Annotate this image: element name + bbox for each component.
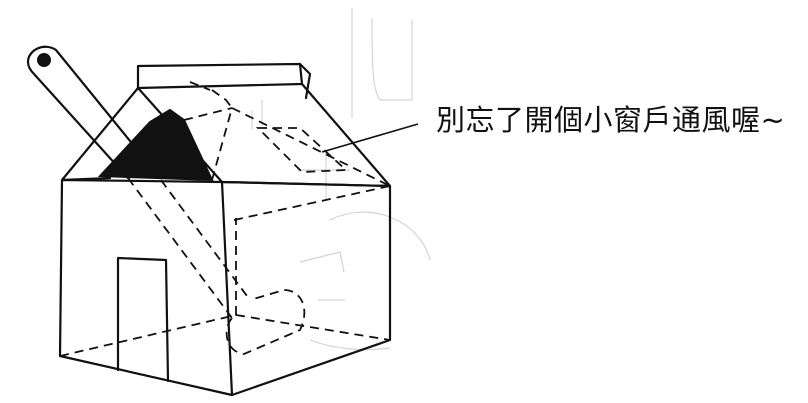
carton-top-cap	[136, 62, 304, 90]
callout-label: 別忘了開個小窗戶通風喔~	[436, 103, 786, 137]
roof-opening	[97, 108, 214, 182]
carton-body-front	[58, 178, 234, 397]
door-icon	[116, 256, 170, 383]
callout-leader-line	[321, 123, 419, 153]
window-flap-icon	[255, 127, 349, 173]
stick-icon	[26, 45, 306, 355]
carton-body-side	[220, 180, 392, 397]
hidden-edges	[59, 81, 391, 357]
milk-carton-house-illustration	[26, 45, 419, 397]
bleed-through-marks	[251, 8, 431, 351]
